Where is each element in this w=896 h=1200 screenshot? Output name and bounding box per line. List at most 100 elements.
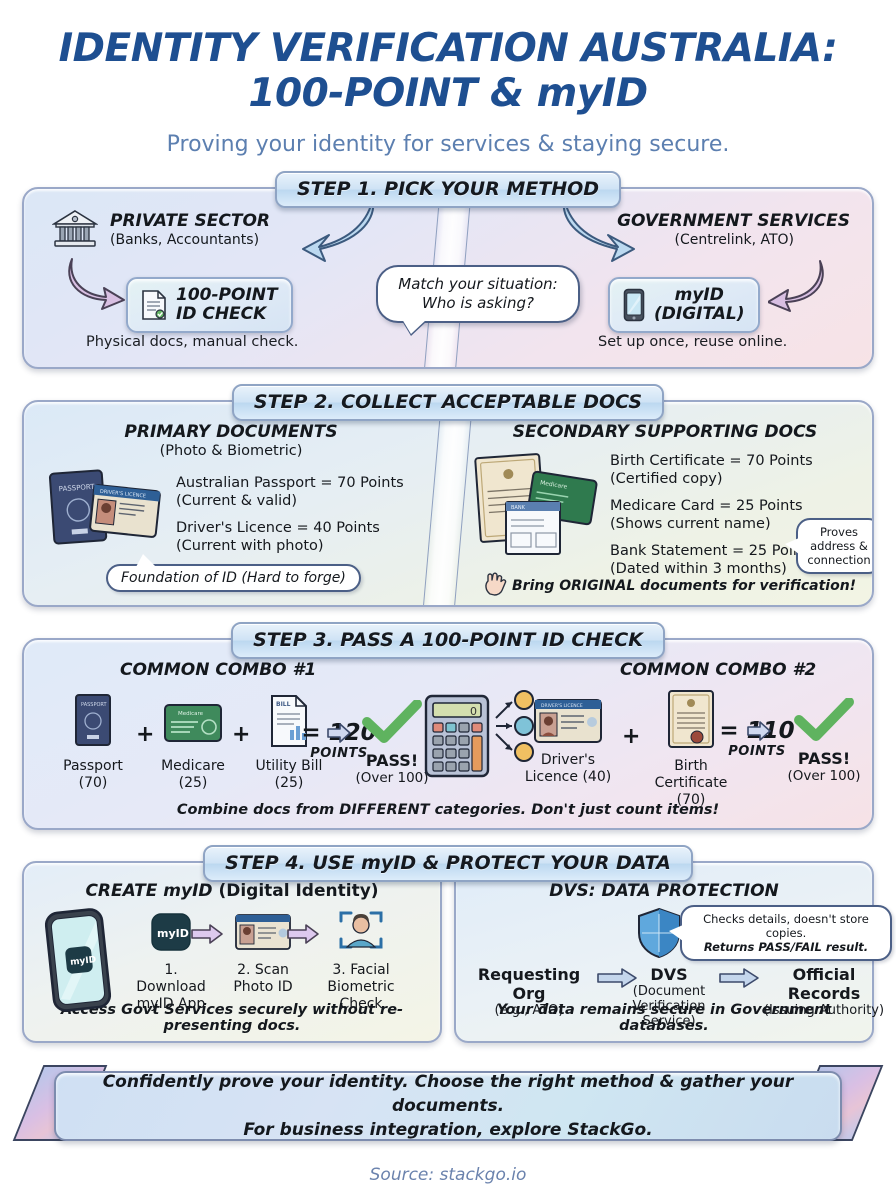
create-myid-title-strong: CREATE myID	[85, 881, 213, 901]
hundred-point-pill[interactable]: 100-POINT ID CHECK	[126, 277, 293, 333]
passport-and-licence-icon: PASSPORT DRIVER'S LICENCE	[48, 469, 161, 545]
step2-section: PRIMARY DOCUMENTS (Photo & Biometric) PA…	[22, 400, 874, 607]
combo2-result-label: PASS!	[797, 749, 851, 768]
combo1-item-medicare: Medicare Medicare (25)	[154, 692, 232, 792]
myid-step-3-label: 3. Facial Biometric Check	[327, 962, 395, 1012]
primary-documents-heading: PRIMARY DOCUMENTS	[124, 422, 338, 442]
birth-certificate-icon	[668, 690, 714, 748]
combo1-total-unit: POINTS	[310, 746, 368, 761]
secondary-doc-3-main: Bank Statement = 25 Points	[610, 543, 816, 559]
footer-line1: Confidently prove your identity. Choose …	[102, 1072, 794, 1116]
dvs-title: DVS: DATA PROTECTION	[549, 881, 779, 901]
combo1-item-passport: PASSPORT Passport (70)	[54, 692, 132, 792]
combo2-result-note: (Over 100)	[787, 768, 861, 784]
step4-banner: STEP 4. USE myID & PROTECT YOUR DATA	[203, 845, 693, 882]
government-services-heading: GOVERNMENT SERVICES	[617, 211, 850, 231]
arrow-blue-flow-2	[719, 968, 759, 988]
facial-biometric-icon	[339, 911, 383, 949]
arrow-purple-2	[287, 924, 319, 944]
passport-icon: PASSPORT	[75, 694, 111, 746]
svg-text:DRIVER'S LICENCE: DRIVER'S LICENCE	[541, 703, 583, 709]
arrow-blue-flow-1	[597, 968, 637, 988]
create-myid-title: CREATE myID (Digital Identity)	[24, 881, 440, 901]
combo2-item-birth-cert-label: Birth Certificate	[654, 758, 728, 791]
page-title: IDENTITY VERIFICATION AUSTRALIA: 100-POI…	[0, 26, 896, 116]
dvs-flow-1-name: Requesting Org	[477, 965, 581, 1003]
plus-sign-3: +	[622, 724, 641, 749]
create-myid-card: CREATE myID (Digital Identity) myID myID	[22, 861, 442, 1043]
step3-banner: STEP 3. PASS A 100-POINT ID CHECK	[231, 622, 665, 659]
step4-left-footnote: Access Govt Services securely without re…	[60, 1002, 404, 1034]
combo1-item-utility-points: (25)	[274, 775, 304, 791]
page-title-line2: 100-POINT & myID	[248, 71, 648, 116]
combo2-title: COMMON COMBO #2	[620, 660, 817, 680]
curved-arrow-purple-left	[68, 258, 125, 310]
step1-section: PRIVATE SECTOR (Banks, Accountants)	[22, 187, 874, 369]
government-services-caption: Set up once, reuse online.	[598, 334, 788, 350]
arrow-blue-to-right	[562, 196, 635, 262]
step2-banner: STEP 2. COLLECT ACCEPTABLE DOCS	[231, 384, 665, 421]
calculator-icon: 0	[424, 694, 490, 778]
primary-documents-subheading: (Photo & Biometric)	[159, 443, 303, 459]
check-mark-icon-2	[794, 697, 854, 741]
svg-text:PASSPORT: PASSPORT	[81, 702, 108, 708]
footer-ribbon: Confidently prove your identity. Choose …	[12, 1063, 884, 1149]
svg-text:BANK: BANK	[511, 505, 526, 511]
combo2-item-birth-cert-points: (70)	[676, 792, 706, 808]
bring-original-footnote: Bring ORIGINAL documents for verificatio…	[512, 578, 857, 594]
step4-right-footnote: Your data remains secure in Government d…	[496, 1002, 832, 1034]
arrow-blue-to-left	[302, 196, 375, 262]
combo1-item-passport-label: Passport	[63, 758, 123, 774]
combo2-item-licence: DRIVER'S LICENCE Driver's Licence (40)	[520, 696, 616, 786]
step3-footnote: Combine docs from DIFFERENT categories. …	[176, 802, 720, 818]
combo2-result: PASS! (Over 100)	[778, 697, 870, 784]
footer-line2: For business integration, explore StackG…	[243, 1120, 653, 1140]
svg-text:PASSPORT: PASSPORT	[59, 483, 96, 494]
combo1-item-medicare-label: Medicare	[161, 758, 225, 774]
check-mark-icon	[362, 699, 422, 743]
dvs-flow-2-name: DVS	[650, 965, 688, 984]
secondary-doc-1-note: (Certified copy)	[610, 471, 723, 487]
bubble-line2: Who is asking?	[422, 294, 534, 312]
list-item: Medicare Card = 25 Points (Shows current…	[610, 497, 840, 533]
plus-sign-2: +	[232, 722, 251, 747]
svg-text:BILL: BILL	[276, 701, 291, 708]
source-label: Source: stackgo.io	[369, 1165, 527, 1185]
step4-section: CREATE myID (Digital Identity) myID myID	[22, 861, 892, 1043]
myid-app-icon: myID	[151, 913, 191, 951]
dvs-callout: Checks details, doesn't store copies. Re…	[669, 905, 892, 961]
hundred-point-pill-line1: 100-POINT	[176, 285, 278, 305]
myid-digital-pill[interactable]: myID (DIGITAL)	[608, 277, 760, 333]
combo2-item-licence-label: Driver's Licence (40)	[524, 752, 612, 785]
combo1-title: COMMON COMBO #1	[120, 660, 317, 680]
combo1-item-medicare-points: (25)	[178, 775, 208, 791]
arrow-purple-1	[191, 924, 223, 944]
combo2-item-birth-cert: Birth Certificate (70)	[638, 688, 744, 809]
private-sector-subheading: (Banks, Accountants)	[110, 232, 260, 248]
drivers-licence-icon: DRIVER'S LICENCE	[534, 699, 602, 743]
curved-arrow-purple-right	[768, 260, 824, 312]
page-title-line1: IDENTITY VERIFICATION AUSTRALIA:	[58, 26, 838, 71]
step2-right-column: SECONDARY SUPPORTING DOCS Medicare	[448, 402, 872, 605]
combo1-result-label: PASS!	[365, 751, 419, 770]
foundation-of-id-tag: Foundation of ID (Hard to forge)	[106, 554, 361, 592]
svg-text:DRIVER'S LICENCE: DRIVER'S LICENCE	[100, 489, 147, 500]
dvs-flow-3-name: Official Records	[787, 965, 861, 1003]
primary-doc-2-note: (Current with photo)	[176, 538, 324, 554]
coins-output-icon	[495, 690, 534, 762]
arrow-right-small-1	[327, 723, 351, 743]
primary-doc-1-note: (Current & valid)	[176, 493, 298, 509]
dvs-callout-line2: Returns PASS/FAIL result.	[703, 940, 869, 954]
myid-pill-line1: myID	[674, 285, 724, 305]
dvs-flow-official-records: Official Records (Issuing Authority)	[756, 965, 892, 1018]
step1-right-column: GOVERNMENT SERVICES (Centrelink, ATO) my…	[448, 189, 872, 367]
page-header: IDENTITY VERIFICATION AUSTRALIA: 100-POI…	[0, 0, 896, 157]
dvs-card: DVS: DATA PROTECTION Checks details, doe…	[454, 861, 892, 1043]
proves-address-callout: Proves address & connection	[785, 518, 872, 574]
combo2-total-unit: POINTS	[728, 744, 786, 759]
secondary-docs-heading: SECONDARY SUPPORTING DOCS	[512, 422, 818, 442]
svg-text:Medicare: Medicare	[540, 479, 568, 490]
primary-documents-list: Australian Passport = 70 Points (Current…	[176, 474, 436, 564]
list-item: Australian Passport = 70 Points (Current…	[176, 474, 436, 510]
